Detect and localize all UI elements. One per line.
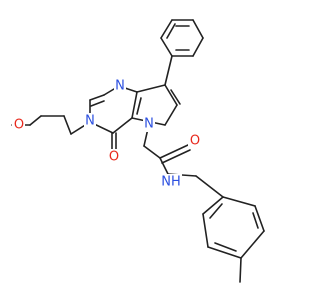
bond xyxy=(202,196,224,215)
methoxy-oxygen-text: O xyxy=(14,118,24,133)
bond xyxy=(254,205,265,232)
bond xyxy=(170,89,181,105)
bond xyxy=(207,246,242,259)
label-background xyxy=(114,79,126,95)
label-background xyxy=(160,174,182,190)
ring-nitrogen-mid-text: N xyxy=(85,114,95,129)
bond xyxy=(159,157,169,175)
bond xyxy=(89,94,105,101)
label-background xyxy=(107,149,120,165)
bond xyxy=(192,37,204,57)
bond xyxy=(202,213,209,248)
bond xyxy=(136,97,142,115)
bond xyxy=(136,84,166,93)
bond xyxy=(222,196,256,207)
pyrrole-nitrogen-text: N xyxy=(144,117,154,132)
bond xyxy=(160,37,173,57)
amide-nitrogen-text: NH xyxy=(161,175,181,190)
bond xyxy=(160,19,173,39)
label-background xyxy=(12,117,25,133)
ring-carbonyl-oxygen-text: O xyxy=(109,150,119,165)
bond xyxy=(164,84,178,106)
bond xyxy=(192,19,204,39)
bond xyxy=(164,104,178,126)
amide-carbonyl-oxygen-label: O xyxy=(188,133,202,149)
bond xyxy=(239,257,242,283)
bond xyxy=(29,115,42,126)
label-background xyxy=(188,133,202,149)
bond xyxy=(195,175,224,198)
bond xyxy=(164,55,173,86)
pyrrole-ring xyxy=(131,84,181,126)
ring-nitrogen-top-text: N xyxy=(115,79,125,94)
molecule-canvas: O N N N O O NH xyxy=(11,19,265,283)
bond xyxy=(159,144,189,159)
bond xyxy=(90,100,105,107)
methoxy-oxygen-label: O xyxy=(12,117,25,133)
amide-carbonyl-oxygen-text: O xyxy=(190,134,200,149)
pyrrole-nitrogen-label: N xyxy=(143,116,155,132)
pyrimidinone-ring xyxy=(89,85,138,134)
bond xyxy=(161,149,191,164)
bond xyxy=(252,212,259,229)
ring-nitrogen-top-label: N xyxy=(114,79,126,95)
ring-nitrogen-mid-label: N xyxy=(84,113,96,129)
bond xyxy=(143,145,161,159)
phenyl-ring xyxy=(160,19,204,57)
ring-carbonyl-oxygen-label: O xyxy=(107,149,120,165)
bond xyxy=(209,203,223,219)
label-background xyxy=(143,116,155,132)
bond xyxy=(240,230,265,259)
bond xyxy=(166,23,176,39)
atom-labels: O N N N O O NH xyxy=(12,79,202,190)
tolyl-ring xyxy=(202,196,265,259)
bond xyxy=(63,115,72,135)
bond xyxy=(214,242,237,252)
bond xyxy=(112,117,133,134)
molecule-structure: O N N N O O NH xyxy=(11,19,265,283)
acetamide-chain xyxy=(143,123,224,198)
amide-nitrogen-label: NH xyxy=(160,174,182,190)
label-background xyxy=(84,113,96,129)
bond xyxy=(131,91,138,119)
